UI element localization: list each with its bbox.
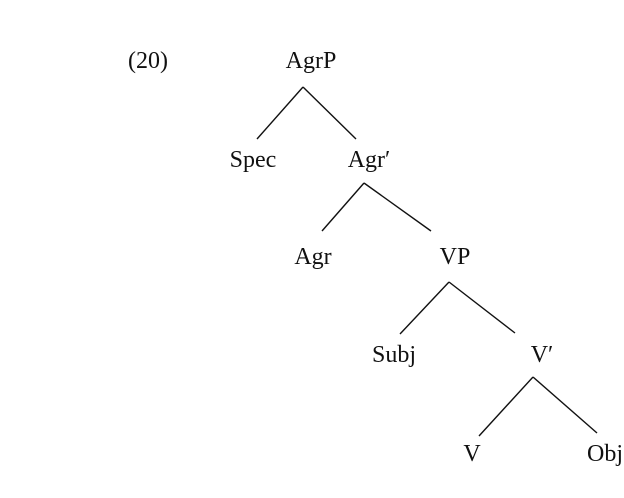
edge-vp-vbar	[448, 281, 516, 334]
edge-vbar-v	[478, 376, 534, 437]
node-agr-bar: Agr′	[348, 147, 391, 173]
node-vp: VP	[440, 244, 471, 270]
node-subj: Subj	[372, 342, 416, 368]
node-spec: Spec	[230, 147, 277, 173]
edge-vp-subj	[399, 281, 450, 335]
edge-agrp-spec	[256, 86, 304, 140]
node-agr: Agr	[294, 244, 331, 270]
node-agrp: AgrP	[286, 48, 337, 74]
node-v-bar: V′	[531, 342, 554, 368]
edge-agrbar-agr	[321, 182, 365, 232]
node-obj: Obj	[587, 441, 623, 467]
example-number: (20)	[128, 48, 168, 74]
edge-agrp-agrbar	[302, 86, 357, 140]
node-v: V	[463, 441, 481, 467]
edge-agrbar-vp	[363, 182, 432, 232]
edge-vbar-obj	[532, 376, 598, 434]
